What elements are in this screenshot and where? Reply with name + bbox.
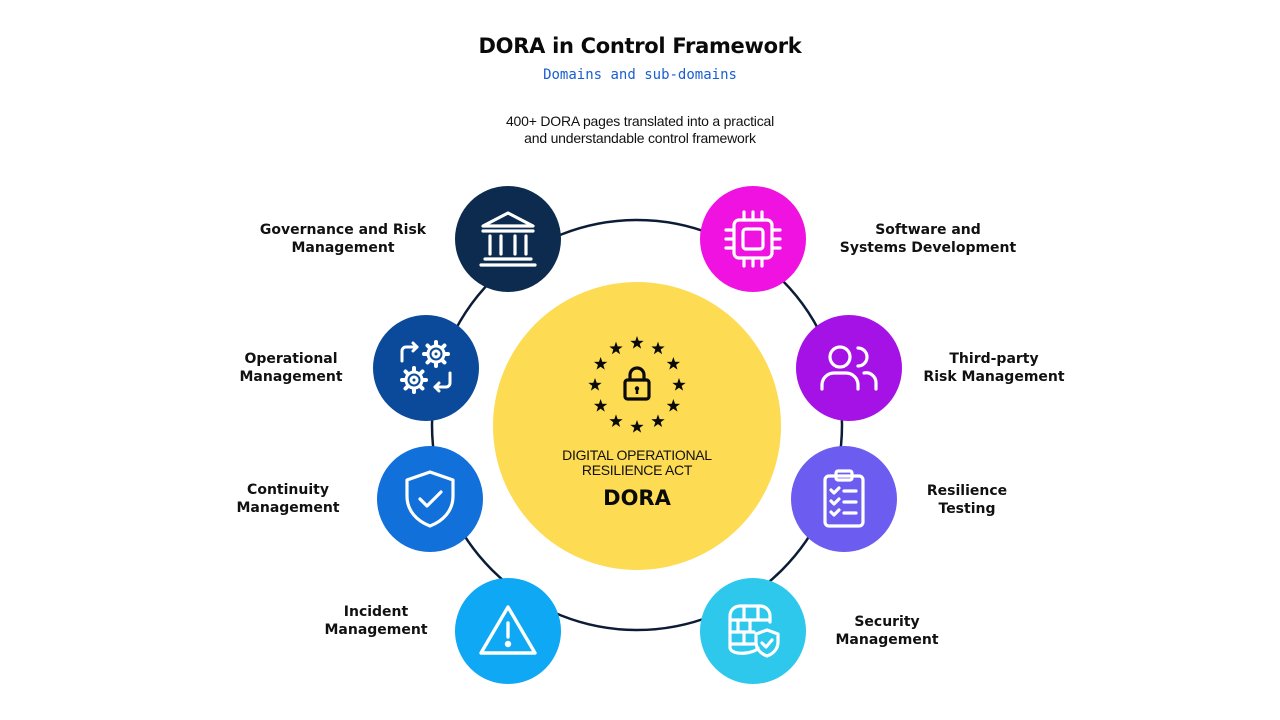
label-incident-management: Incident Management: [311, 603, 441, 639]
center-line: RESILIENCE ACT: [581, 462, 693, 478]
eu-star-icon: [651, 341, 665, 355]
label-line: Governance and Risk: [259, 222, 427, 238]
label-governance-risk: Governance and Risk Management: [248, 221, 438, 257]
label-line: Incident: [343, 604, 409, 620]
bank-building-icon: [479, 211, 537, 267]
intro-text: 400+ DORA pages translated into a practi…: [440, 113, 840, 147]
label-continuity-management: Continuity Management: [223, 481, 353, 517]
clipboard-checklist-icon: [823, 469, 865, 528]
eu-star-icon: [666, 357, 681, 370]
eu-stars-lock-icon: [588, 336, 686, 433]
eu-star-icon: [609, 341, 623, 355]
security-management-node: [700, 578, 806, 684]
label-line: Software and: [875, 222, 981, 238]
center-line: DIGITAL OPERATIONAL: [562, 447, 712, 463]
warning-triangle-icon: [479, 605, 537, 655]
label-line: Risk Management: [923, 369, 1065, 385]
eu-star-icon: [666, 399, 681, 412]
continuity-management-node: [377, 446, 483, 552]
intro-line: and understandable control framework: [524, 130, 756, 146]
label-line: Security: [854, 614, 920, 630]
software-systems-node: [700, 186, 806, 292]
operational-management-node: [373, 315, 479, 421]
label-operational-management: Operational Management: [226, 350, 356, 386]
label-line: Management: [324, 622, 428, 638]
intro-line: 400+ DORA pages translated into a practi…: [505, 113, 775, 129]
governance-risk-node: [455, 186, 561, 292]
label-line: Operational: [244, 351, 338, 367]
label-line: Management: [236, 500, 340, 516]
eu-star-icon: [609, 414, 623, 428]
label-line: Testing: [938, 501, 996, 517]
third-party-risk-node: [796, 315, 902, 421]
eu-star-icon: [593, 357, 608, 370]
label-line: Management: [291, 240, 395, 256]
label-line: Third-party: [949, 351, 1039, 367]
page-title: DORA in Control Framework: [478, 34, 802, 58]
label-line: Resilience: [926, 483, 1008, 499]
label-line: Systems Development: [839, 240, 1017, 256]
eu-star-icon: [588, 378, 602, 391]
microchip-icon: [724, 210, 782, 268]
center-subtitle: DIGITAL OPERATIONAL RESILIENCE ACT: [493, 448, 781, 478]
eu-star-icon: [630, 336, 644, 349]
page-subtitle: Domains and sub-domains: [543, 67, 737, 83]
incident-management-node: [455, 578, 561, 684]
firewall-shield-icon: [728, 604, 780, 658]
resilience-testing-node: [791, 446, 897, 552]
eu-star-icon: [651, 414, 665, 428]
label-resilience-testing: Resilience Testing: [907, 482, 1027, 518]
label-line: Management: [835, 632, 939, 648]
gears-cycle-icon: [400, 340, 452, 394]
label-third-party-risk: Third-party Risk Management: [914, 350, 1074, 386]
shield-check-icon: [405, 470, 455, 528]
eu-star-icon: [593, 399, 608, 412]
label-line: Continuity: [247, 482, 329, 498]
eu-star-icon: [630, 420, 644, 433]
center-name: DORA: [603, 486, 671, 510]
label-software-systems: Software and Systems Development: [828, 221, 1028, 257]
label-security-management: Security Management: [822, 613, 952, 649]
eu-star-icon: [672, 378, 686, 391]
label-line: Management: [239, 369, 343, 385]
users-icon: [820, 345, 878, 391]
